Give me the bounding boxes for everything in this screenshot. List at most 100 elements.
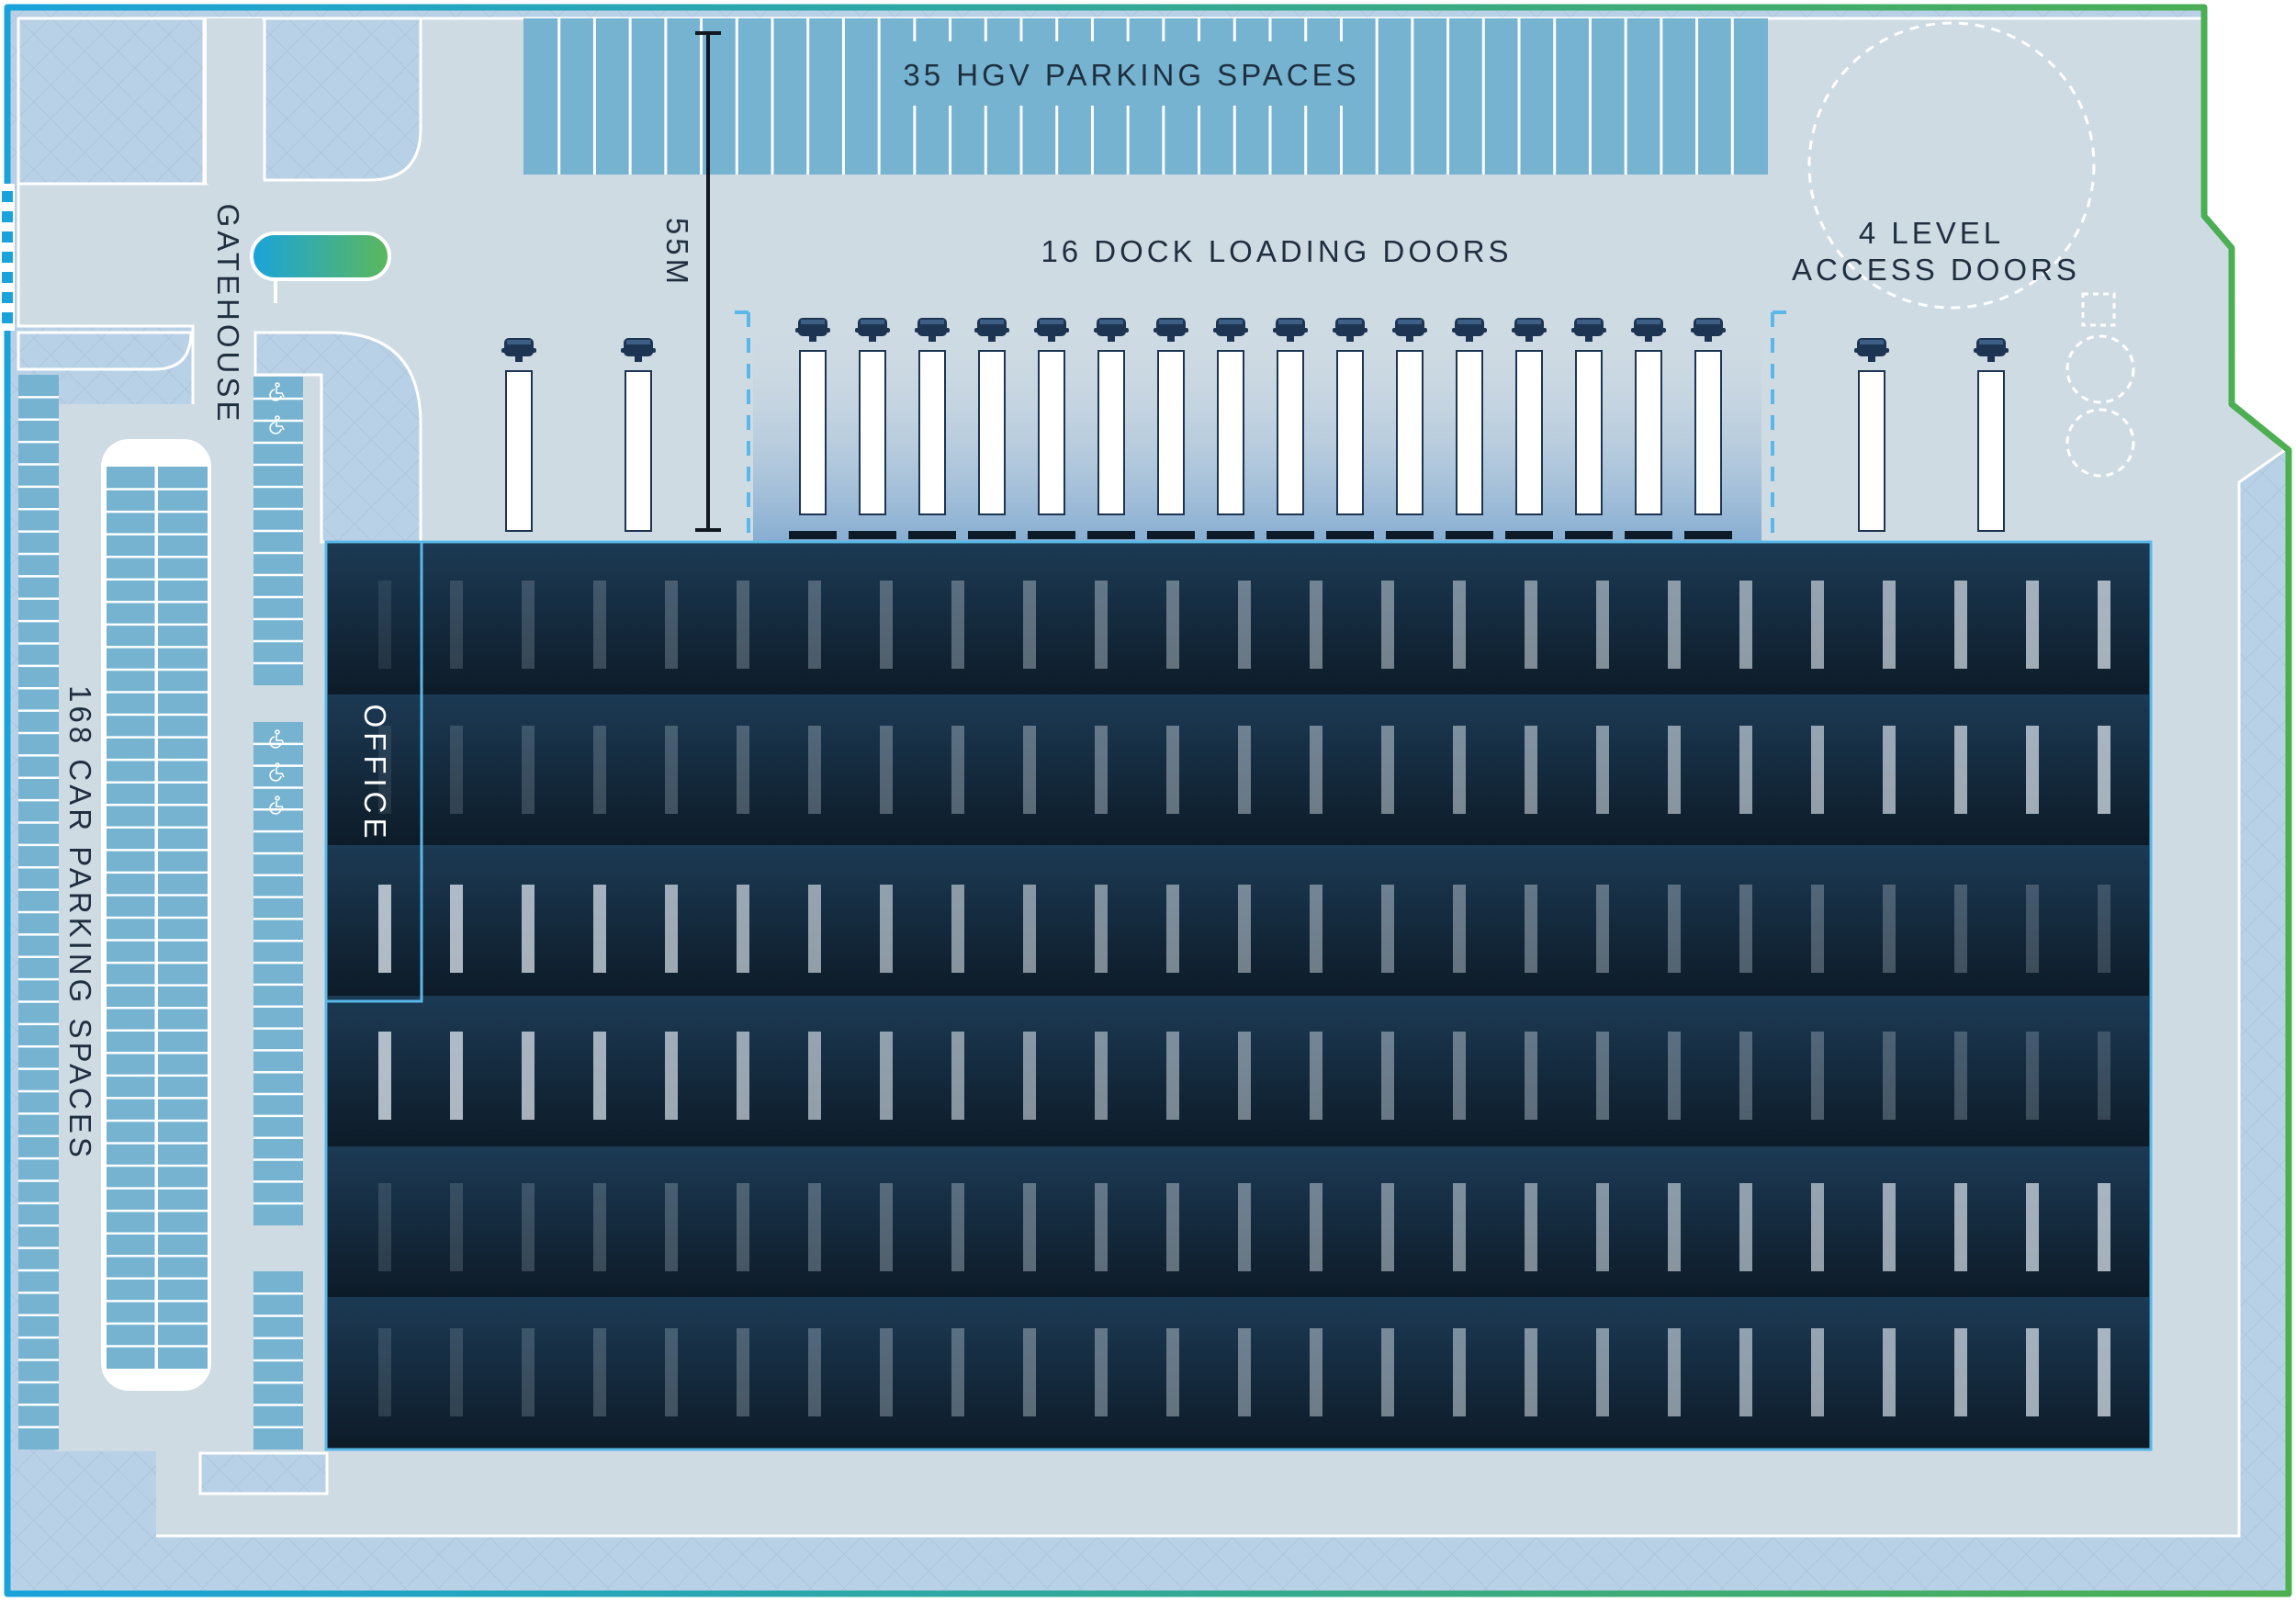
racking-marker [808,1183,821,1271]
racking-marker [1525,726,1537,814]
dock-door [1386,531,1434,539]
racking-marker [1811,581,1824,669]
landscape-island-right [2241,464,2279,1580]
racking-marker [378,1032,391,1120]
racking-marker [593,726,606,814]
racking-marker [1668,581,1681,669]
car-parking-label: 168 CAR PARKING SPACES [63,685,97,1161]
warehouse-bay-band [328,694,2149,845]
truck-icon [1452,318,1487,515]
truck-icon [1571,318,1606,515]
truck-icon [1512,318,1547,515]
racking-marker [951,1032,964,1120]
racking-marker [1023,726,1036,814]
truck-icon [795,318,830,515]
landscape-island-bottom-left [18,1451,156,1589]
truck-icon [1273,318,1308,515]
racking-marker [1095,1183,1108,1271]
racking-marker [378,1328,391,1416]
racking-marker [808,885,821,973]
racking-marker [1238,1183,1251,1271]
racking-marker [737,1183,749,1271]
racking-marker [1739,1032,1752,1120]
racking-marker [1883,581,1896,669]
site-boundary [4,4,2292,1597]
dock-loading-area: 16 DOCK LOADING DOORS [735,234,1786,542]
racking-marker [1596,1183,1609,1271]
hgv-parking-area: 35 HGV PARKING SPACES [523,18,1768,175]
racking-marker [665,1328,678,1416]
racking-marker [1023,885,1036,973]
truck-icon [1333,318,1367,515]
racking-marker [880,1032,893,1120]
racking-marker [737,1032,749,1120]
racking-marker [1381,1183,1394,1271]
racking-marker [1310,726,1322,814]
racking-marker [593,581,606,669]
racking-marker [378,581,391,669]
gate-marker [2,252,13,263]
racking-marker [2026,1032,2039,1120]
racking-marker [1596,1032,1609,1120]
racking-marker [1883,885,1896,973]
racking-marker [1954,726,1967,814]
racking-marker [1023,581,1036,669]
truck-icon [1034,318,1069,515]
racking-marker [522,1183,535,1271]
office-label: OFFICE [358,705,392,843]
racking-marker [450,1032,463,1120]
racking-marker [1811,885,1824,973]
racking-marker [1166,885,1179,973]
racking-marker [1811,1032,1824,1120]
racking-marker [1811,726,1824,814]
truck-icon [915,318,950,515]
racking-marker [1739,1328,1752,1416]
racking-marker [2098,726,2110,814]
yard-depth-dimension: 55M [660,31,721,532]
racking-marker [1525,1183,1537,1271]
level-access-label-line2: ACCESS DOORS [1792,253,2080,287]
racking-marker [737,885,749,973]
racking-marker [1166,1032,1179,1120]
dock-door [1207,531,1255,539]
racking-marker [951,581,964,669]
racking-marker [2098,885,2110,973]
racking-marker [1525,885,1537,973]
racking-marker [522,1328,535,1416]
racking-marker [1811,1183,1824,1271]
racking-marker [1668,726,1681,814]
racking-marker [1023,1032,1036,1120]
racking-marker [450,726,463,814]
racking-marker [665,1183,678,1271]
racking-marker [1668,1328,1681,1416]
racking-marker [593,885,606,973]
racking-marker [2098,581,2110,669]
racking-marker [1310,1183,1322,1271]
dock-door [1684,531,1732,539]
racking-marker [951,1183,964,1271]
racking-marker [880,1183,893,1271]
racking-marker [1095,1328,1108,1416]
racking-marker [1310,1328,1322,1416]
office-block [324,540,423,1003]
racking-marker [593,1032,606,1120]
racking-marker [1381,581,1394,669]
gate-marker [2,191,13,202]
racking-marker [1381,1328,1394,1416]
racking-marker [1596,581,1609,669]
dock-door [1147,531,1195,539]
racking-marker [951,726,964,814]
racking-marker [1739,1183,1752,1271]
racking-marker [1381,726,1394,814]
racking-marker [665,581,678,669]
racking-marker [1453,885,1466,973]
racking-marker [665,885,678,973]
racking-marker [2098,1183,2110,1271]
dock-door [849,531,896,539]
warehouse-bay-band [328,544,2149,694]
truck-icon [1974,338,2009,532]
gatehouse-building [250,231,391,281]
gate-marker [2,211,13,222]
racking-marker [2026,1328,2039,1416]
racking-marker [593,1183,606,1271]
